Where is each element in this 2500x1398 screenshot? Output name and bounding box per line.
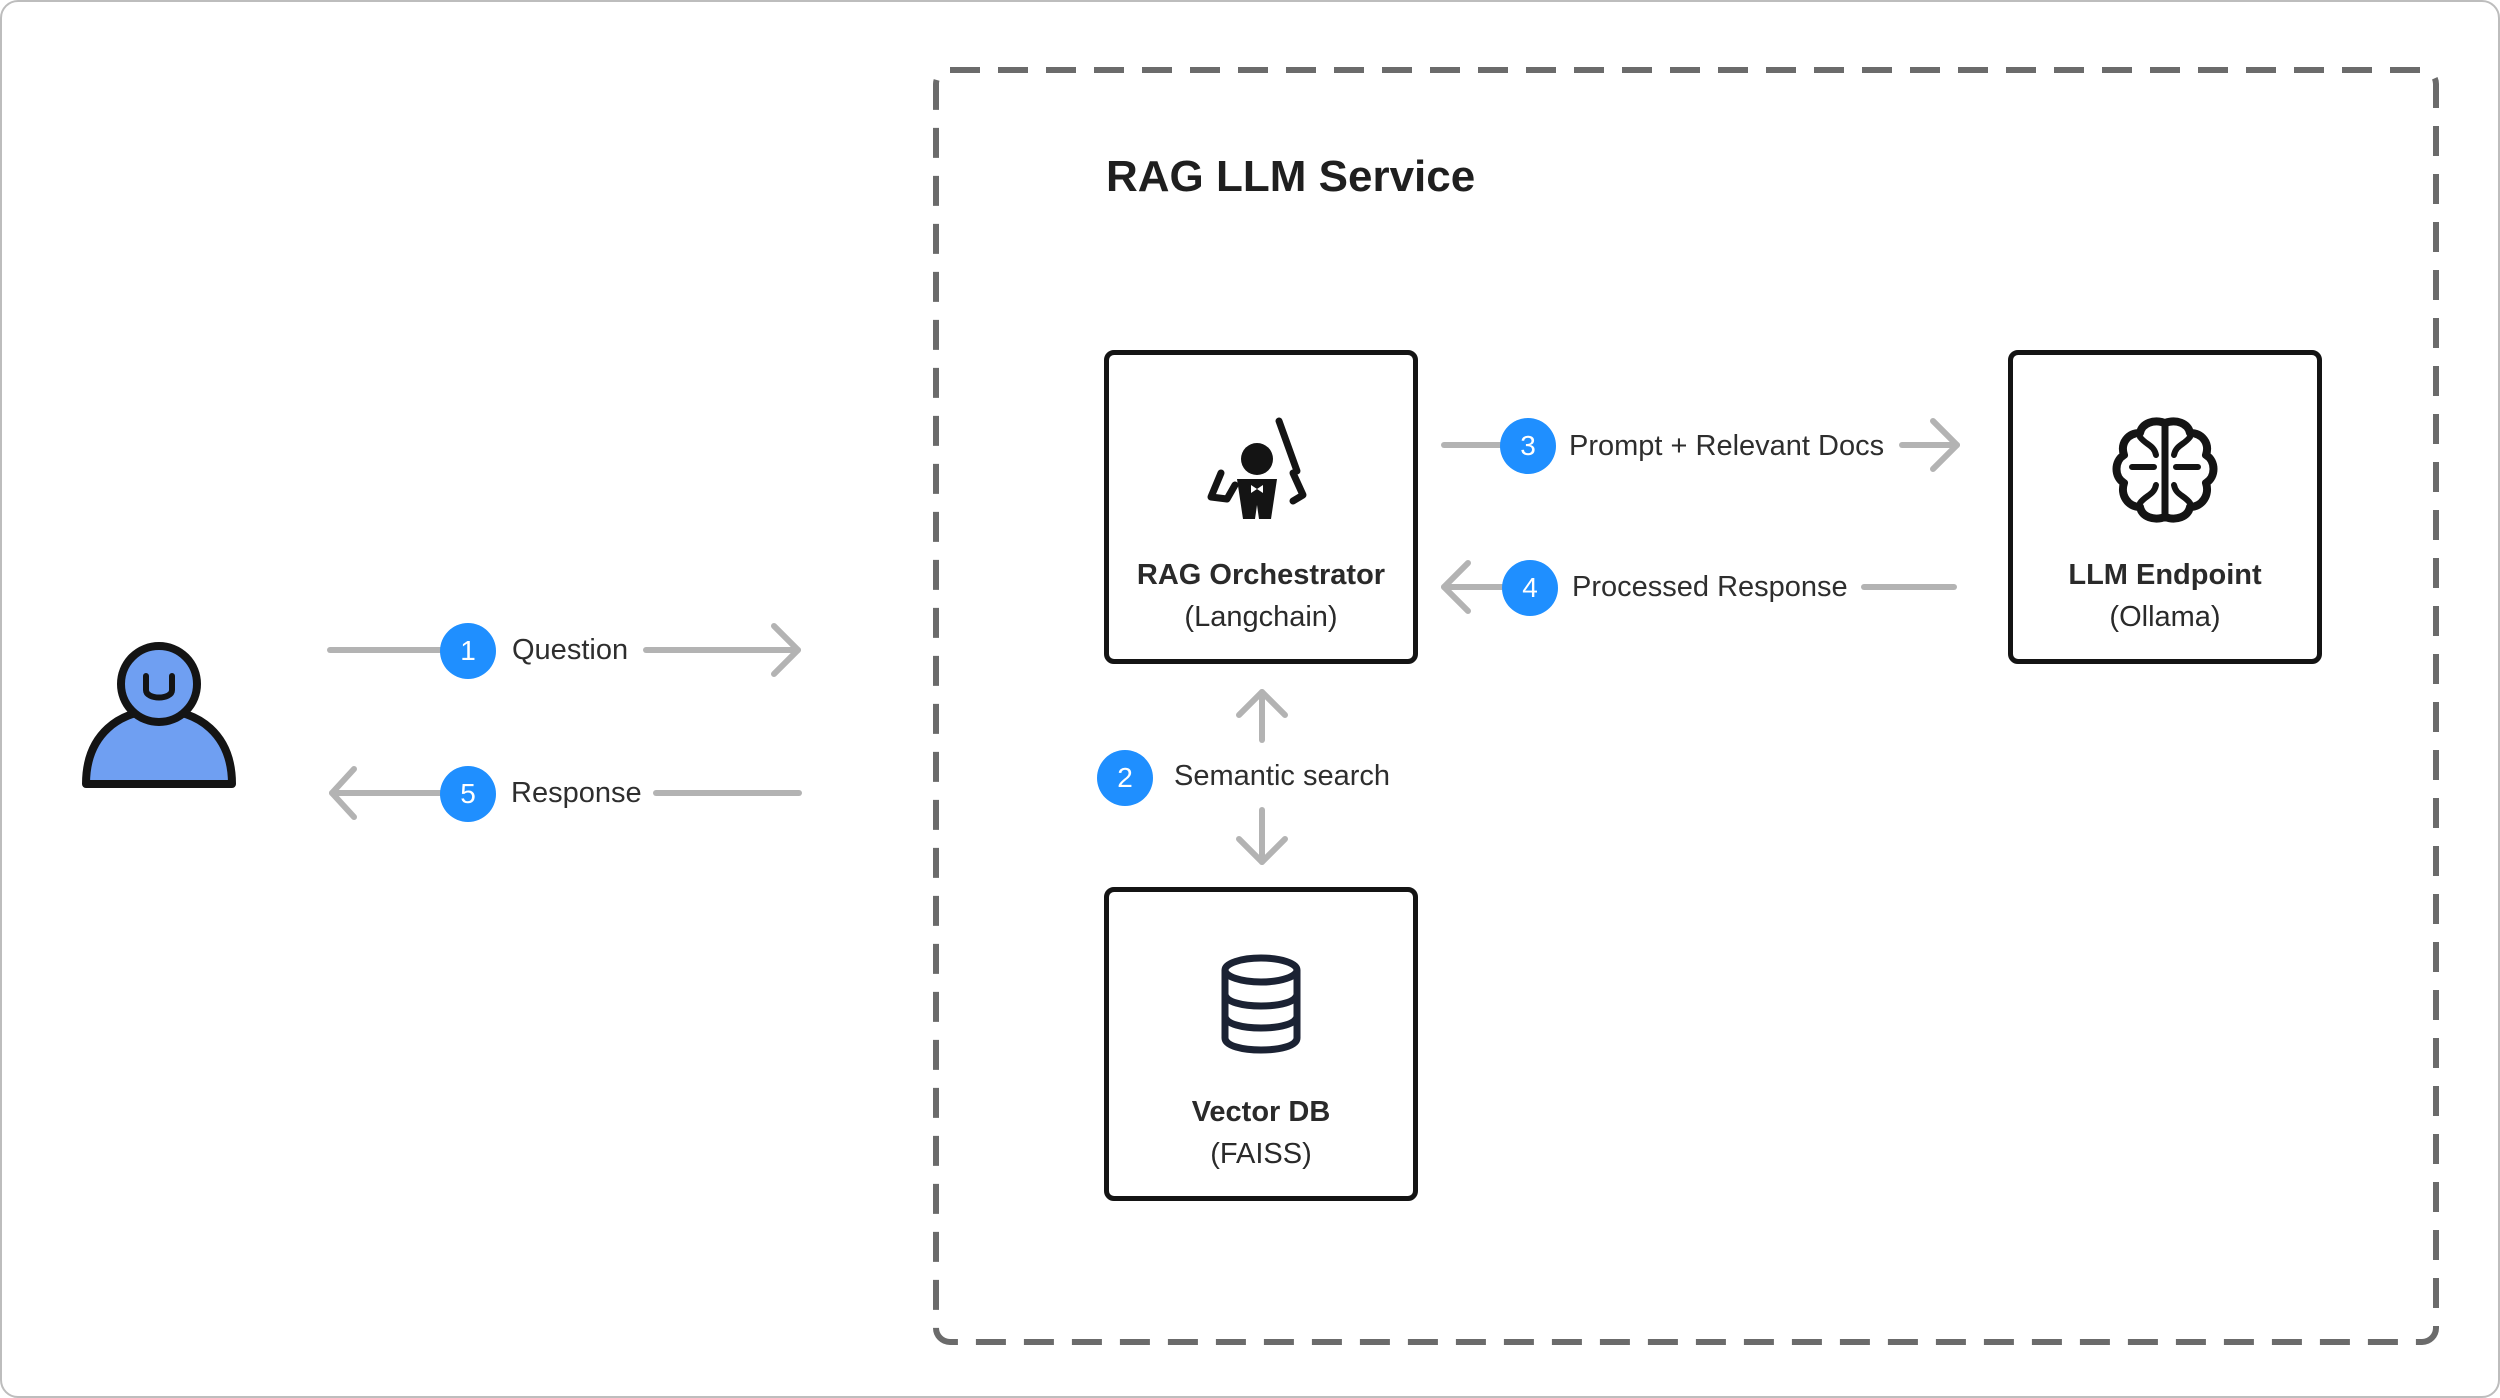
conductor-icon [1207,417,1307,519]
brain-icon [2112,417,2218,523]
rag-orchestrator-node[interactable]: RAG Orchestrator (Langchain) [1104,350,1418,664]
step-1-badge: 1 [440,623,496,679]
step-4-badge: 4 [1502,560,1558,616]
vector-db-node[interactable]: Vector DB (FAISS) [1104,887,1418,1201]
step-5-badge: 5 [440,766,496,822]
database-icon [1221,954,1301,1054]
llm-sub: (Ollama) [2109,601,2221,633]
prompt-arrow [1441,418,1960,472]
step-1-label: Question [512,634,629,666]
step-2-label: Semantic search [1174,760,1390,792]
service-boundary [933,67,2439,1345]
question-arrow [327,623,801,677]
step-5-label: Response [511,777,642,809]
llm-name: LLM Endpoint [2068,559,2262,591]
step-2-badge: 2 [1097,750,1153,806]
llm-endpoint-node[interactable]: LLM Endpoint (Ollama) [2008,350,2322,664]
processed-response-arrow [1441,560,1957,614]
step-3-badge: 3 [1500,418,1556,474]
orchestrator-sub: (Langchain) [1184,601,1338,633]
user-icon [82,642,236,788]
response-arrow [329,766,802,820]
semantic-search-arrows [1236,689,1288,865]
user-actor [80,638,238,796]
orchestrator-name: RAG Orchestrator [1136,559,1386,591]
vectordb-name: Vector DB [1191,1096,1331,1128]
service-title: RAG LLM Service [1106,152,1476,201]
step-3-label: Prompt + Relevant Docs [1569,430,1885,462]
vectordb-sub: (FAISS) [1210,1138,1312,1170]
step-4-label: Processed Response [1572,571,1848,603]
